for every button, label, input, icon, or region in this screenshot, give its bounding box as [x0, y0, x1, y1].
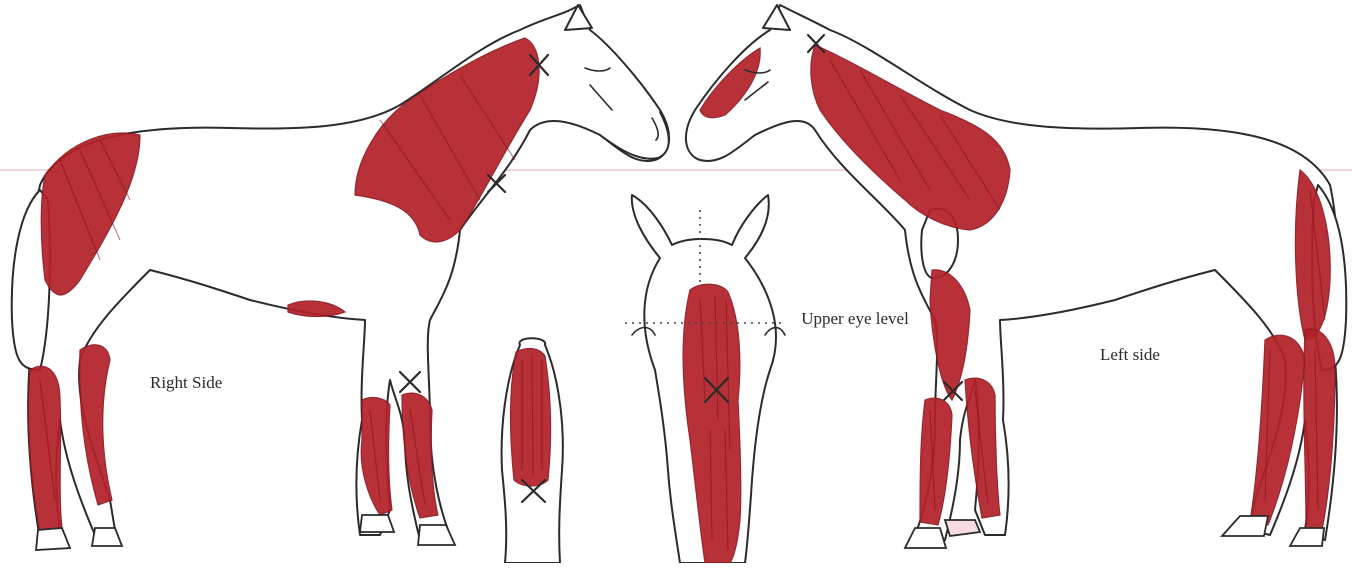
right-horse-hoof-4	[418, 525, 455, 545]
left-horse-hoof-2	[905, 528, 946, 548]
left-side-label: Left side	[1100, 344, 1160, 366]
left-horse-mane-marking	[811, 45, 1010, 230]
right-horse-hoof-2	[92, 528, 122, 546]
left-side-horse	[686, 5, 1346, 548]
right-side-label: Right Side	[150, 372, 222, 394]
muzzle-underside-view	[502, 338, 563, 563]
left-horse-hoof-1	[945, 520, 980, 536]
left-horse-hoof-3	[1222, 516, 1268, 536]
right-horse-hind-leg-marking-1	[28, 366, 62, 532]
muzzle-marking	[511, 349, 551, 486]
right-horse-body	[28, 5, 669, 540]
left-horse-foreleg-marking-2	[965, 378, 1000, 518]
upper-eye-level-label: Upper eye level	[800, 308, 910, 330]
right-horse-hoof-1	[36, 528, 70, 550]
left-horse-hoof-4	[1290, 528, 1324, 546]
right-horse-hoof-3	[360, 515, 394, 532]
front-face-view	[625, 195, 785, 563]
left-horse-body	[686, 5, 1338, 540]
right-side-horse	[12, 5, 669, 550]
